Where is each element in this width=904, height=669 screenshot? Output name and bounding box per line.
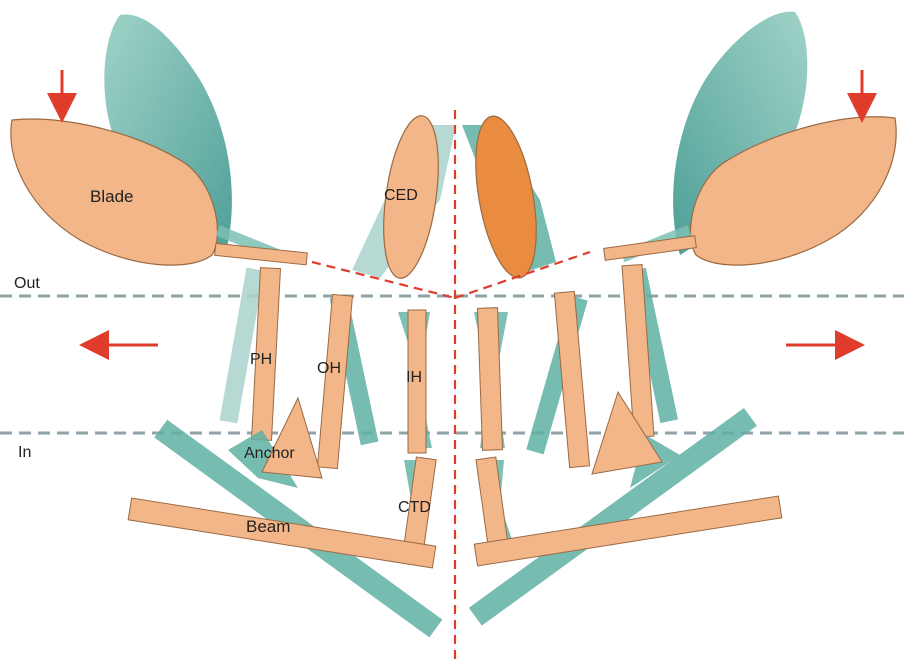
ih-label: IH [406, 369, 422, 386]
ph-label: PH [250, 351, 272, 368]
in-label: In [18, 444, 31, 461]
right-ctd-bar [476, 457, 508, 547]
ctd-label: CTD [398, 499, 431, 516]
ced-label: CED [384, 187, 418, 204]
beam-label: Beam [246, 517, 290, 536]
oh-bar [317, 294, 352, 468]
right-ih-bar [478, 308, 503, 451]
oh-label: OH [317, 360, 341, 377]
right-blade-stick [604, 236, 697, 261]
anchor-label: Anchor [244, 445, 295, 462]
blade-label: Blade [90, 187, 133, 206]
out-label: Out [14, 275, 40, 292]
